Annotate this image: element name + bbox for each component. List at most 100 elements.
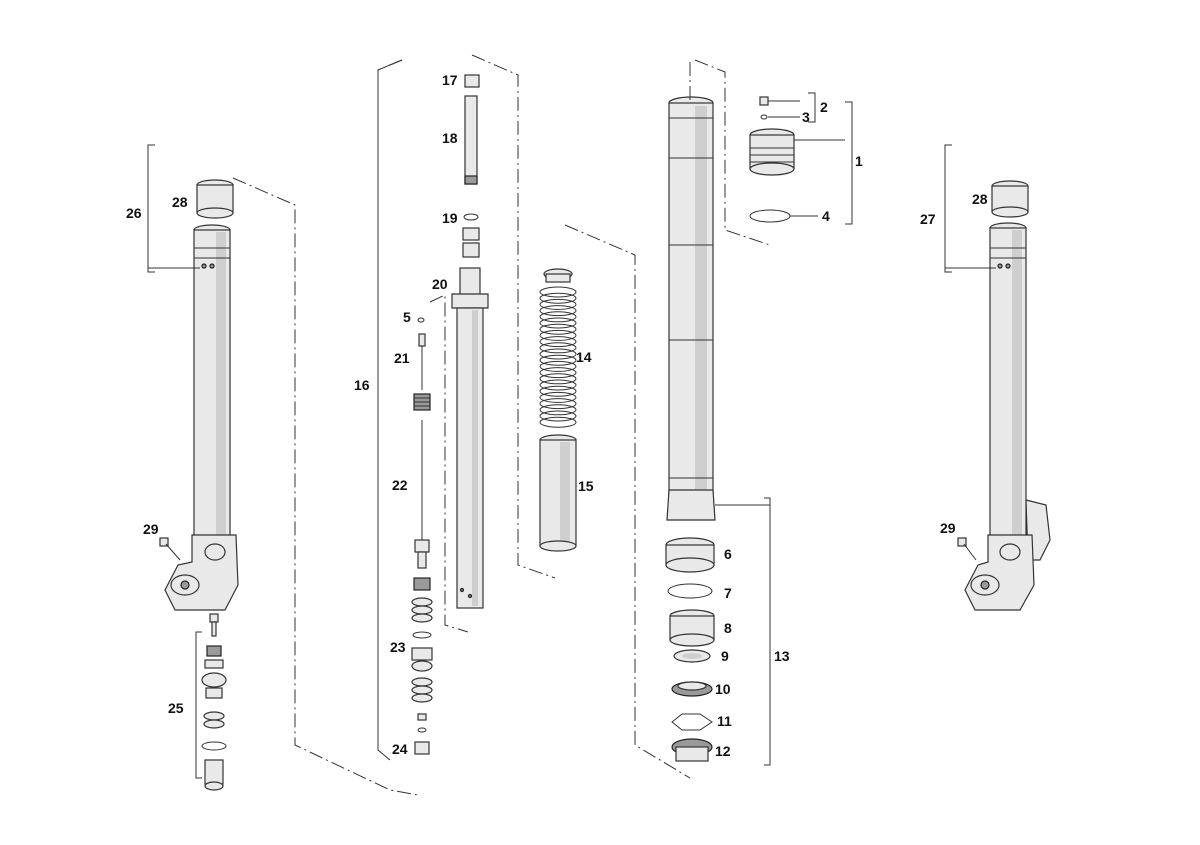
spring-coil [539,298,577,310]
callout-22: 22 [392,477,408,493]
fork-tube-right [989,222,1027,541]
assembly-line-inner [429,294,469,633]
spring-coil [539,323,577,335]
bracket-2 [808,92,816,123]
bracket-25 [195,631,202,779]
spring-coil [539,373,577,385]
callout-labels: 1 2 3 4 5 6 7 8 9 10 11 12 13 14 15 16 1… [126,72,988,759]
oring-3 [760,114,768,120]
spring-coil [539,404,577,416]
callout-2: 2 [820,99,828,115]
callout-17: 17 [442,72,458,88]
callout-13: 13 [774,648,790,664]
assembly-line-spring [564,224,691,779]
part-5 [417,317,425,323]
spring-coil [539,379,577,391]
spring-coil [539,342,577,354]
nut-24 [414,741,430,755]
callout-10: 10 [715,681,731,697]
spacer-15 [539,434,577,552]
spring-coil [539,360,577,372]
spring-small [413,393,431,411]
fork-tube-left [193,224,231,541]
callout-20: 20 [432,276,448,292]
callout-18: 18 [442,130,458,146]
bushing-28-right [991,180,1029,218]
bracket-1 [845,101,853,225]
clip-19 [463,213,479,221]
callout-21: 21 [394,350,410,366]
valve-stack-25 [201,645,227,791]
spring-coil [539,391,577,403]
bolt-29-right [957,537,977,561]
spring-coil [539,348,577,360]
assembly-line-left [232,177,419,796]
spring-coil [539,367,577,379]
callout-24: 24 [392,741,408,757]
cartridge-tube-20 [451,267,489,609]
fork-foot-left [164,534,239,611]
outer-tube [666,96,716,521]
callout-12: 12 [715,743,731,759]
spring-coil [539,292,577,304]
callout-29-right: 29 [940,520,956,536]
cartridge-assembly [377,59,489,761]
ring-7 [667,583,713,599]
spring-coil [539,410,577,422]
bracket-16-top [377,59,403,71]
spring-coil [539,336,577,348]
callout-5: 5 [403,309,411,325]
assembly-line-center [471,54,556,579]
callout-28-right: 28 [972,191,988,207]
callout-11: 11 [717,713,732,729]
callout-23: 23 [390,639,406,655]
rod-22 [414,420,430,569]
callout-6: 6 [724,546,732,562]
needle-21 [418,333,426,390]
callout-7: 7 [724,585,732,601]
cap-17 [464,74,480,88]
bracket-27 [944,144,952,273]
spring-coil [539,416,577,428]
spring-coil [539,329,577,341]
seal-kit-13 [665,497,771,766]
screw-2 [759,96,769,106]
callout-14: 14 [576,349,592,365]
spring-14 [539,268,577,428]
spring-coil [539,311,577,323]
rod-18 [464,95,478,185]
callout-27: 27 [920,211,936,227]
bushing-28-left [196,179,234,219]
clip-11 [671,713,713,731]
foot-bolt-left [209,613,219,637]
fork-cap-1 [749,92,853,225]
spring-coil [539,305,577,317]
callout-28-left: 28 [172,194,188,210]
spring-coil [539,354,577,366]
callout-8: 8 [724,620,732,636]
bolt-29-left [159,537,181,561]
callout-26: 26 [126,205,142,221]
callout-3: 3 [802,109,810,125]
callout-25: 25 [168,700,184,716]
callout-16: 16 [354,377,370,393]
bracket-26 [147,144,155,273]
spring-coil [539,385,577,397]
shim-stack-23 [411,577,433,703]
spring-coil [539,317,577,329]
bracket-16 [377,59,403,761]
callout-9: 9 [721,648,729,664]
callout-19: 19 [442,210,458,226]
callout-1: 1 [855,153,863,169]
left-fork-leg [147,144,239,791]
spring-coil [539,286,577,298]
callout-4: 4 [822,208,830,224]
spring-coil [539,398,577,410]
callout-29-left: 29 [143,521,159,537]
callout-15: 15 [578,478,594,494]
fork-foot-right [964,499,1051,611]
oring-4 [749,209,791,223]
bracket-13 [764,497,771,766]
